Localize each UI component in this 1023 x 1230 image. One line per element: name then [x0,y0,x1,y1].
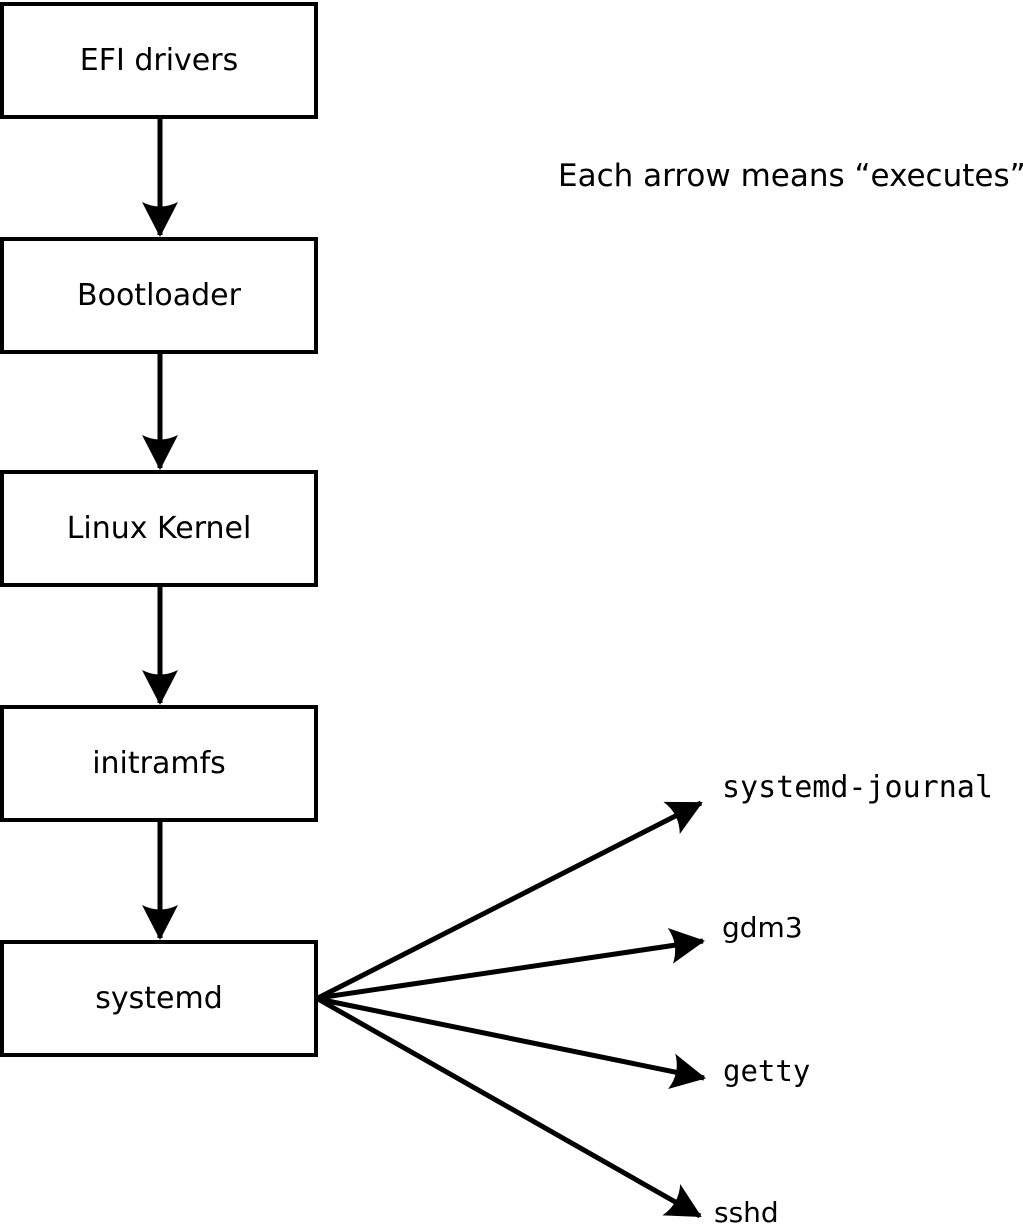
node-systemd: systemd [0,940,318,1057]
node-linux-kernel: Linux Kernel [0,470,318,587]
node-efi-drivers: EFI drivers [0,2,318,119]
arrow-systemd-to-sshd [316,996,702,1219]
label-systemd-journal: systemd-journal [722,770,993,805]
label-gdm3: gdm3 [722,911,803,944]
label-getty: getty [723,1054,811,1088]
arrow-systemd-to-systemd-journal [316,800,703,1001]
label-sshd: sshd [714,1196,779,1229]
arrow-systemd-to-getty [317,996,706,1090]
arrow-systemd-to-gdm3 [317,928,705,1001]
node-label: Bootloader [77,277,241,313]
node-label: EFI drivers [79,42,239,78]
node-bootloader: Bootloader [0,237,318,354]
node-label: systemd [95,980,223,1016]
node-label: initramfs [92,745,226,781]
annotation-text: Each arrow means “executes”. [558,158,1023,194]
node-label: Linux Kernel [66,510,252,546]
node-initramfs: initramfs [0,705,318,822]
